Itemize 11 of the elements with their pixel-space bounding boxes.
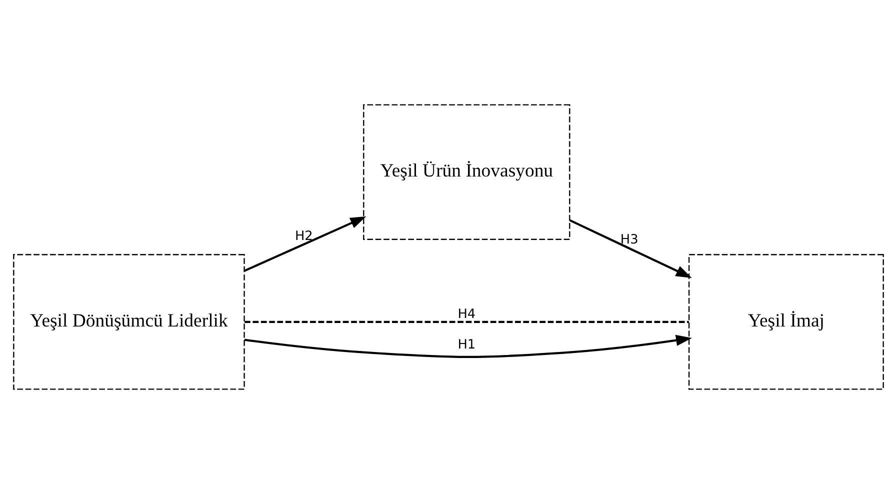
node-box: Yeşil Dönüşümcü Liderlik bbox=[12, 254, 244, 390]
arrow bbox=[244, 216, 366, 272]
edge-label: H4 bbox=[457, 306, 476, 322]
arrow bbox=[244, 334, 692, 358]
node-box: Yeşil İmaj bbox=[688, 254, 884, 390]
node-box: Yeşil Ürün İnovasyonu bbox=[362, 104, 570, 240]
edge-label: H2 bbox=[294, 228, 312, 244]
arrow bbox=[568, 218, 692, 278]
edge-label: H3 bbox=[620, 232, 638, 247]
connector bbox=[244, 320, 688, 322]
edge-label: H1 bbox=[457, 337, 476, 352]
